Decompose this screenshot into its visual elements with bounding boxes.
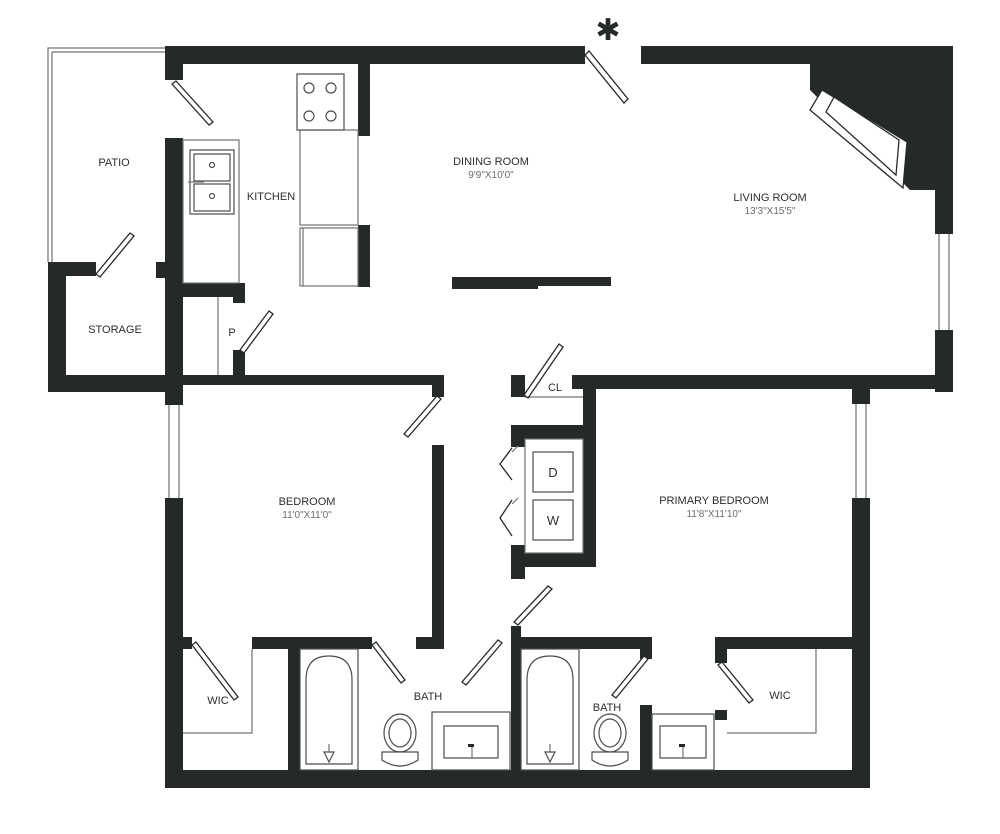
breakfast-bar [452,277,611,289]
storage-walls [48,262,182,392]
room-dim-primary-bedroom: 11'8"X11'10" [686,509,741,520]
washer-label: W [547,513,560,528]
entry-marker: ✱ [595,13,620,48]
interior-walls [182,375,952,777]
doors [95,50,754,704]
room-label-dining: DINING ROOM [453,156,529,168]
kitchen-sink-icon [188,149,235,215]
room-label-wic-right: WIC [769,690,790,702]
room-dim-living: 13'3"X15'5" [745,206,796,217]
room-label-wic-left: WIC [207,695,228,707]
room-label-bath-right: BATH [593,702,622,714]
stove-icon [296,73,345,131]
toilet-left-icon [381,713,419,767]
fireplace [809,89,908,190]
room-label-pantry: P [228,327,235,339]
toilet-right-icon [591,713,629,767]
bathtub-right-icon [520,648,580,771]
washer [532,499,574,541]
room-dim-dining: 9'9"X10'0" [468,170,514,181]
sink-left-icon [431,711,511,771]
room-label-patio: PATIO [98,157,130,169]
room-label-bedroom: BEDROOM [279,496,336,508]
sink-right-icon [651,713,715,771]
room-label-kitchen: KITCHEN [247,191,295,203]
room-label-closet: CL [548,382,562,394]
room-label-storage: STORAGE [88,324,142,336]
room-label-primary-bedroom: PRIMARY BEDROOM [659,495,769,507]
kitchen-walls [182,64,370,380]
room-label-bath-left: BATH [414,691,443,703]
patio-outline [47,47,167,262]
dryer-label: D [548,465,557,480]
closet-lines [183,396,817,734]
dryer [532,451,574,493]
exterior-walls [165,46,953,788]
windows [168,234,950,498]
room-label-living: LIVING ROOM [733,192,806,204]
bathtub-left-icon [299,648,359,771]
kitchen-counters [182,129,359,287]
room-dim-bedroom: 11'0"X11'0" [282,510,332,521]
